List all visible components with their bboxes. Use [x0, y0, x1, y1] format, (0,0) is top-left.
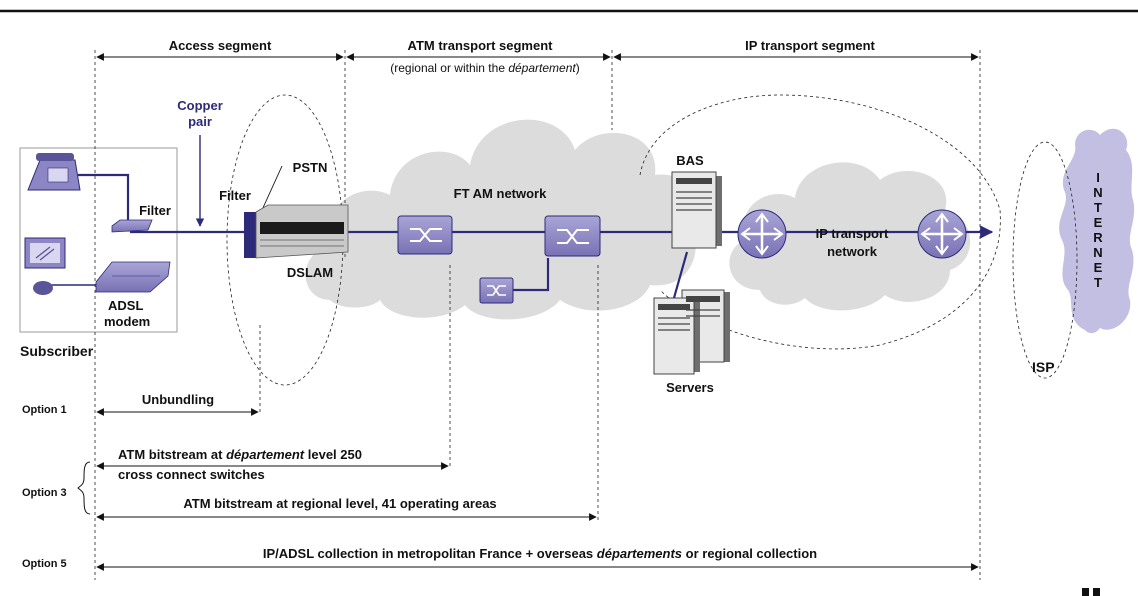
- router-icon: [917, 209, 967, 259]
- internet-letter: T: [1094, 275, 1102, 290]
- phone-line: [78, 173, 130, 225]
- pstn-pointer: [261, 165, 283, 211]
- small-switch-line: [513, 258, 550, 292]
- atm-regional-label: ATM bitstream at regional level, 41 oper…: [183, 496, 496, 511]
- dslam-icon: [244, 204, 349, 259]
- ftam-cloud: [305, 119, 696, 320]
- atm-dept-label-2: cross connect switches: [118, 467, 265, 482]
- atm-dept-label: ATM bitstream at département level 250: [118, 447, 362, 462]
- corner-mark: [1082, 588, 1100, 596]
- filter-left-label: Filter: [139, 203, 171, 218]
- internet-letter: N: [1093, 245, 1102, 260]
- subscriber-box: [19, 147, 178, 333]
- option1-label: Option 1: [22, 404, 67, 416]
- bas-server-icon: [671, 171, 722, 249]
- internet-letter: N: [1093, 185, 1102, 200]
- internet-letter: T: [1094, 200, 1102, 215]
- router-icon: [737, 209, 787, 259]
- ip-transport-label-2: network: [827, 244, 878, 259]
- ip-segment-label: IP transport segment: [745, 38, 875, 53]
- atm-segment-label: ATM transport segment: [408, 38, 554, 53]
- option5-label: Option 5: [22, 558, 67, 570]
- pstn-label: PSTN: [293, 160, 328, 175]
- unbundling-label: Unbundling: [142, 392, 214, 407]
- filter-icon: [111, 219, 153, 233]
- option3-label: Option 3: [22, 487, 67, 499]
- servers-icon: [653, 289, 730, 375]
- filter-right-label: Filter: [219, 188, 251, 203]
- atm-segment-sublabel: (regional or within the département): [390, 61, 579, 75]
- servers-label: Servers: [666, 380, 714, 395]
- internet-letter: E: [1094, 215, 1103, 230]
- ipadsl-label: IP/ADSL collection in metropolitan Franc…: [263, 546, 817, 561]
- adsl-modem-icon: [95, 261, 171, 293]
- internet-cloud-icon: [1059, 128, 1135, 334]
- telephone-icon: [27, 153, 81, 191]
- bas-servers-line: [670, 251, 689, 306]
- option3-brace: [77, 461, 91, 515]
- internet-letter: E: [1094, 260, 1103, 275]
- computer-icon: [24, 237, 66, 295]
- internet-letter: R: [1093, 230, 1103, 245]
- atm-switch-icon: [479, 277, 514, 304]
- copper-label-2: pair: [188, 114, 212, 129]
- ip-cloud: [729, 162, 971, 311]
- atm-switch-icon: [397, 215, 453, 255]
- copper-label-1: Copper: [177, 98, 223, 113]
- subscriber-label: Subscriber: [20, 343, 94, 359]
- dslam-label: DSLAM: [287, 265, 333, 280]
- adsl-label-2: modem: [104, 314, 150, 329]
- ip-transport-label-1: IP transport: [816, 226, 889, 241]
- internet-letter: I: [1096, 170, 1100, 185]
- bas-label: BAS: [676, 153, 704, 168]
- atm-switch-icon: [544, 215, 601, 257]
- adsl-label-1: ADSL: [108, 298, 143, 313]
- access-segment-label: Access segment: [169, 38, 272, 53]
- ftam-label: FT AM network: [454, 186, 547, 201]
- isp-label: ISP: [1032, 359, 1055, 375]
- isp-boundary: [1012, 141, 1078, 379]
